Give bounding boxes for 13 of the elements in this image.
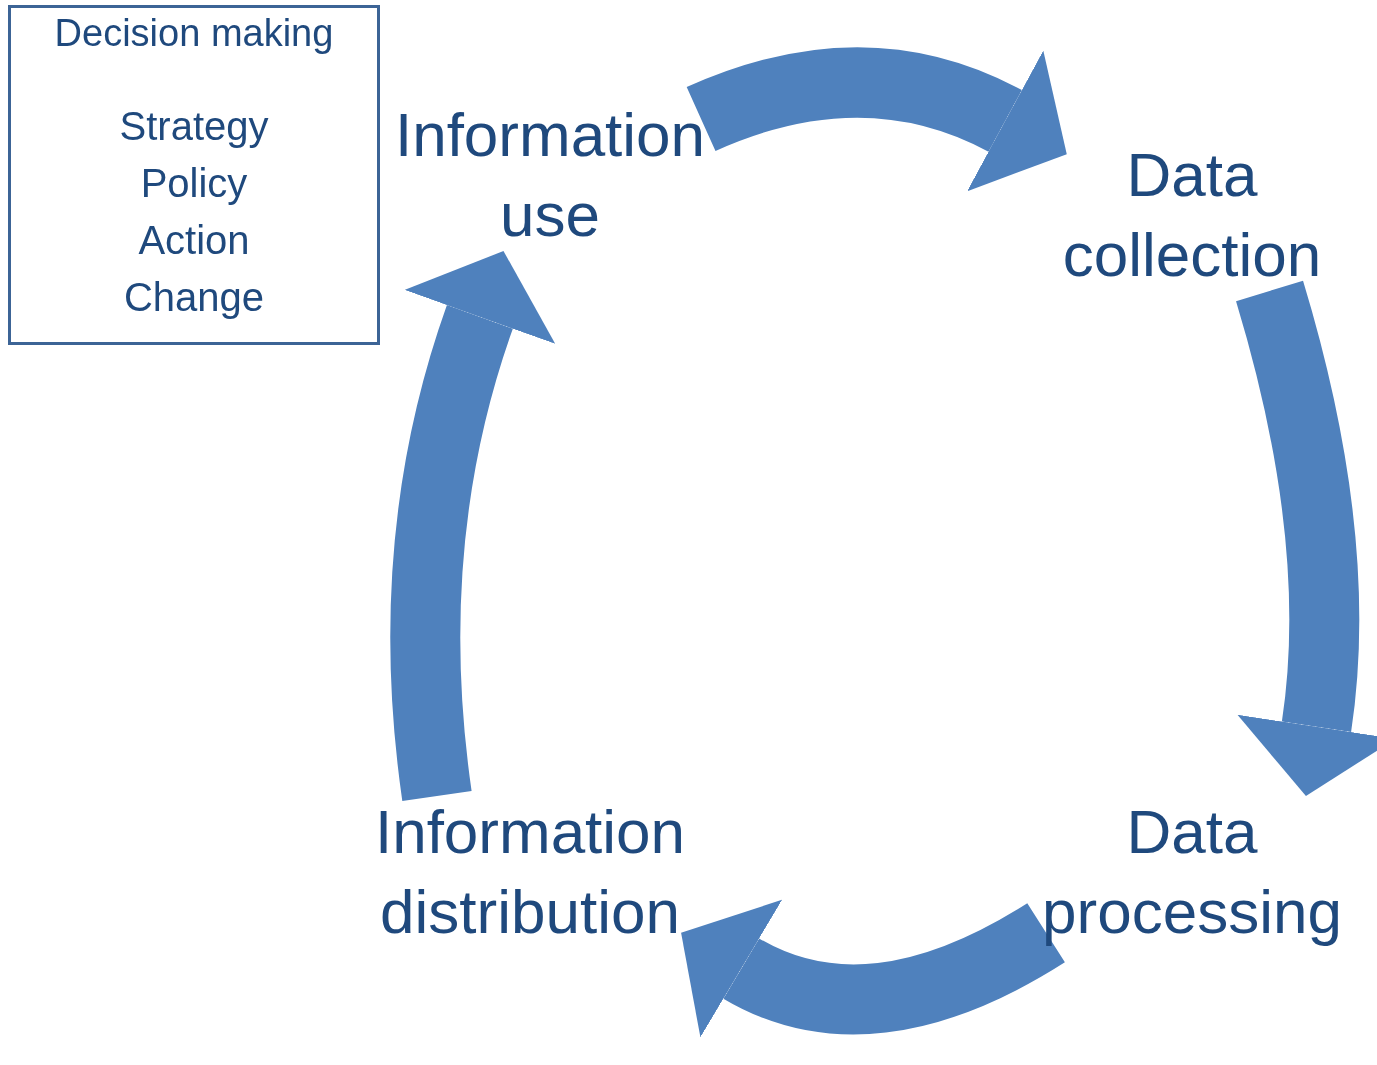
box-heading: Decision making xyxy=(54,11,334,56)
list-item: Action xyxy=(138,217,250,264)
curved-arrow xyxy=(679,897,1065,1040)
curved-arrow xyxy=(1235,281,1377,797)
stage-text: Data processing xyxy=(1042,796,1342,948)
curved-arrow xyxy=(390,250,556,801)
list-item: Change xyxy=(123,274,265,321)
list-item: Strategy xyxy=(119,103,269,150)
stage-text: Information distribution xyxy=(374,796,686,948)
stage-text: Information use xyxy=(394,99,706,251)
decision-box xyxy=(8,5,380,345)
stage-text: Data collection xyxy=(1062,139,1322,291)
list-item: Policy xyxy=(140,160,248,207)
